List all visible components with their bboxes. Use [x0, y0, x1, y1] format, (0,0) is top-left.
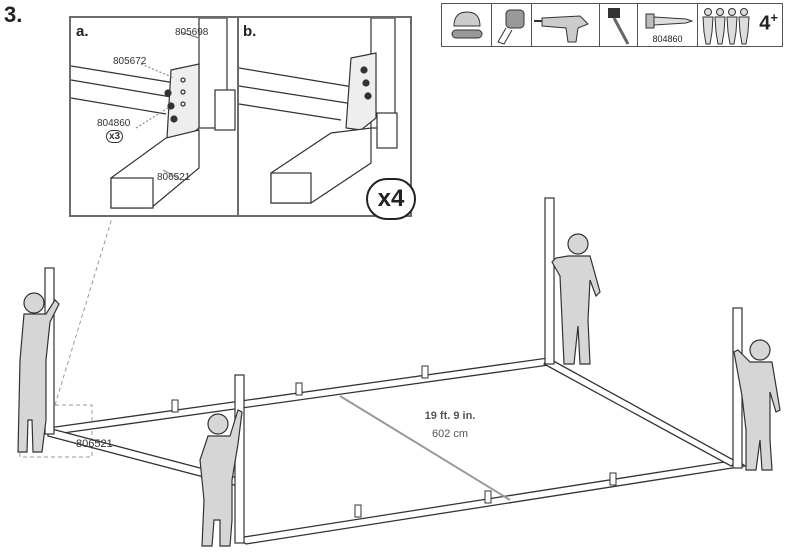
part-805698: 805698	[175, 27, 209, 38]
tools-required-bar: 804860 4+	[441, 3, 783, 47]
mallet-icon	[600, 4, 638, 46]
person-center	[199, 409, 243, 547]
drill-icon	[532, 4, 600, 46]
quantity-badge: x3	[106, 130, 124, 143]
rail-brackets	[171, 365, 617, 518]
panel-b-label: b.	[243, 23, 257, 40]
multiplier-badge: x4	[366, 178, 416, 220]
frame-posts	[44, 197, 743, 544]
frame-rails	[46, 357, 747, 545]
callout-part-number: 806521	[76, 438, 113, 450]
person-left	[17, 292, 60, 453]
screw-part-number: 804860	[652, 34, 683, 44]
part-805672: 805672	[113, 56, 147, 67]
dimension-line	[339, 395, 511, 501]
helmet-goggles-icon	[442, 4, 492, 46]
detail-drawing	[71, 18, 398, 209]
people-count-number: 4	[759, 12, 771, 35]
people-count: 4+	[759, 10, 778, 36]
dimension-imperial: 19 ft. 9 in.	[424, 410, 476, 422]
callout-leader	[54, 217, 113, 406]
people-figures	[17, 233, 781, 547]
panel-divider	[237, 18, 239, 215]
dimension-metric: 602 cm	[431, 428, 469, 440]
people-count-suffix: +	[770, 10, 778, 25]
person-right	[733, 339, 781, 471]
person-back	[551, 233, 601, 365]
part-806521: 806521	[157, 172, 191, 183]
part-804860: 804860	[97, 118, 131, 129]
screw-icon: 804860	[638, 4, 698, 46]
people-icon: 4+	[698, 4, 782, 46]
panel-a-label: a.	[76, 23, 89, 40]
tape-measure-icon	[492, 4, 532, 46]
step-number: 3.	[4, 2, 23, 27]
callout-box	[19, 404, 93, 458]
detail-box: a. b. 805698 805672 804860 x3 806521 x4	[69, 16, 416, 220]
